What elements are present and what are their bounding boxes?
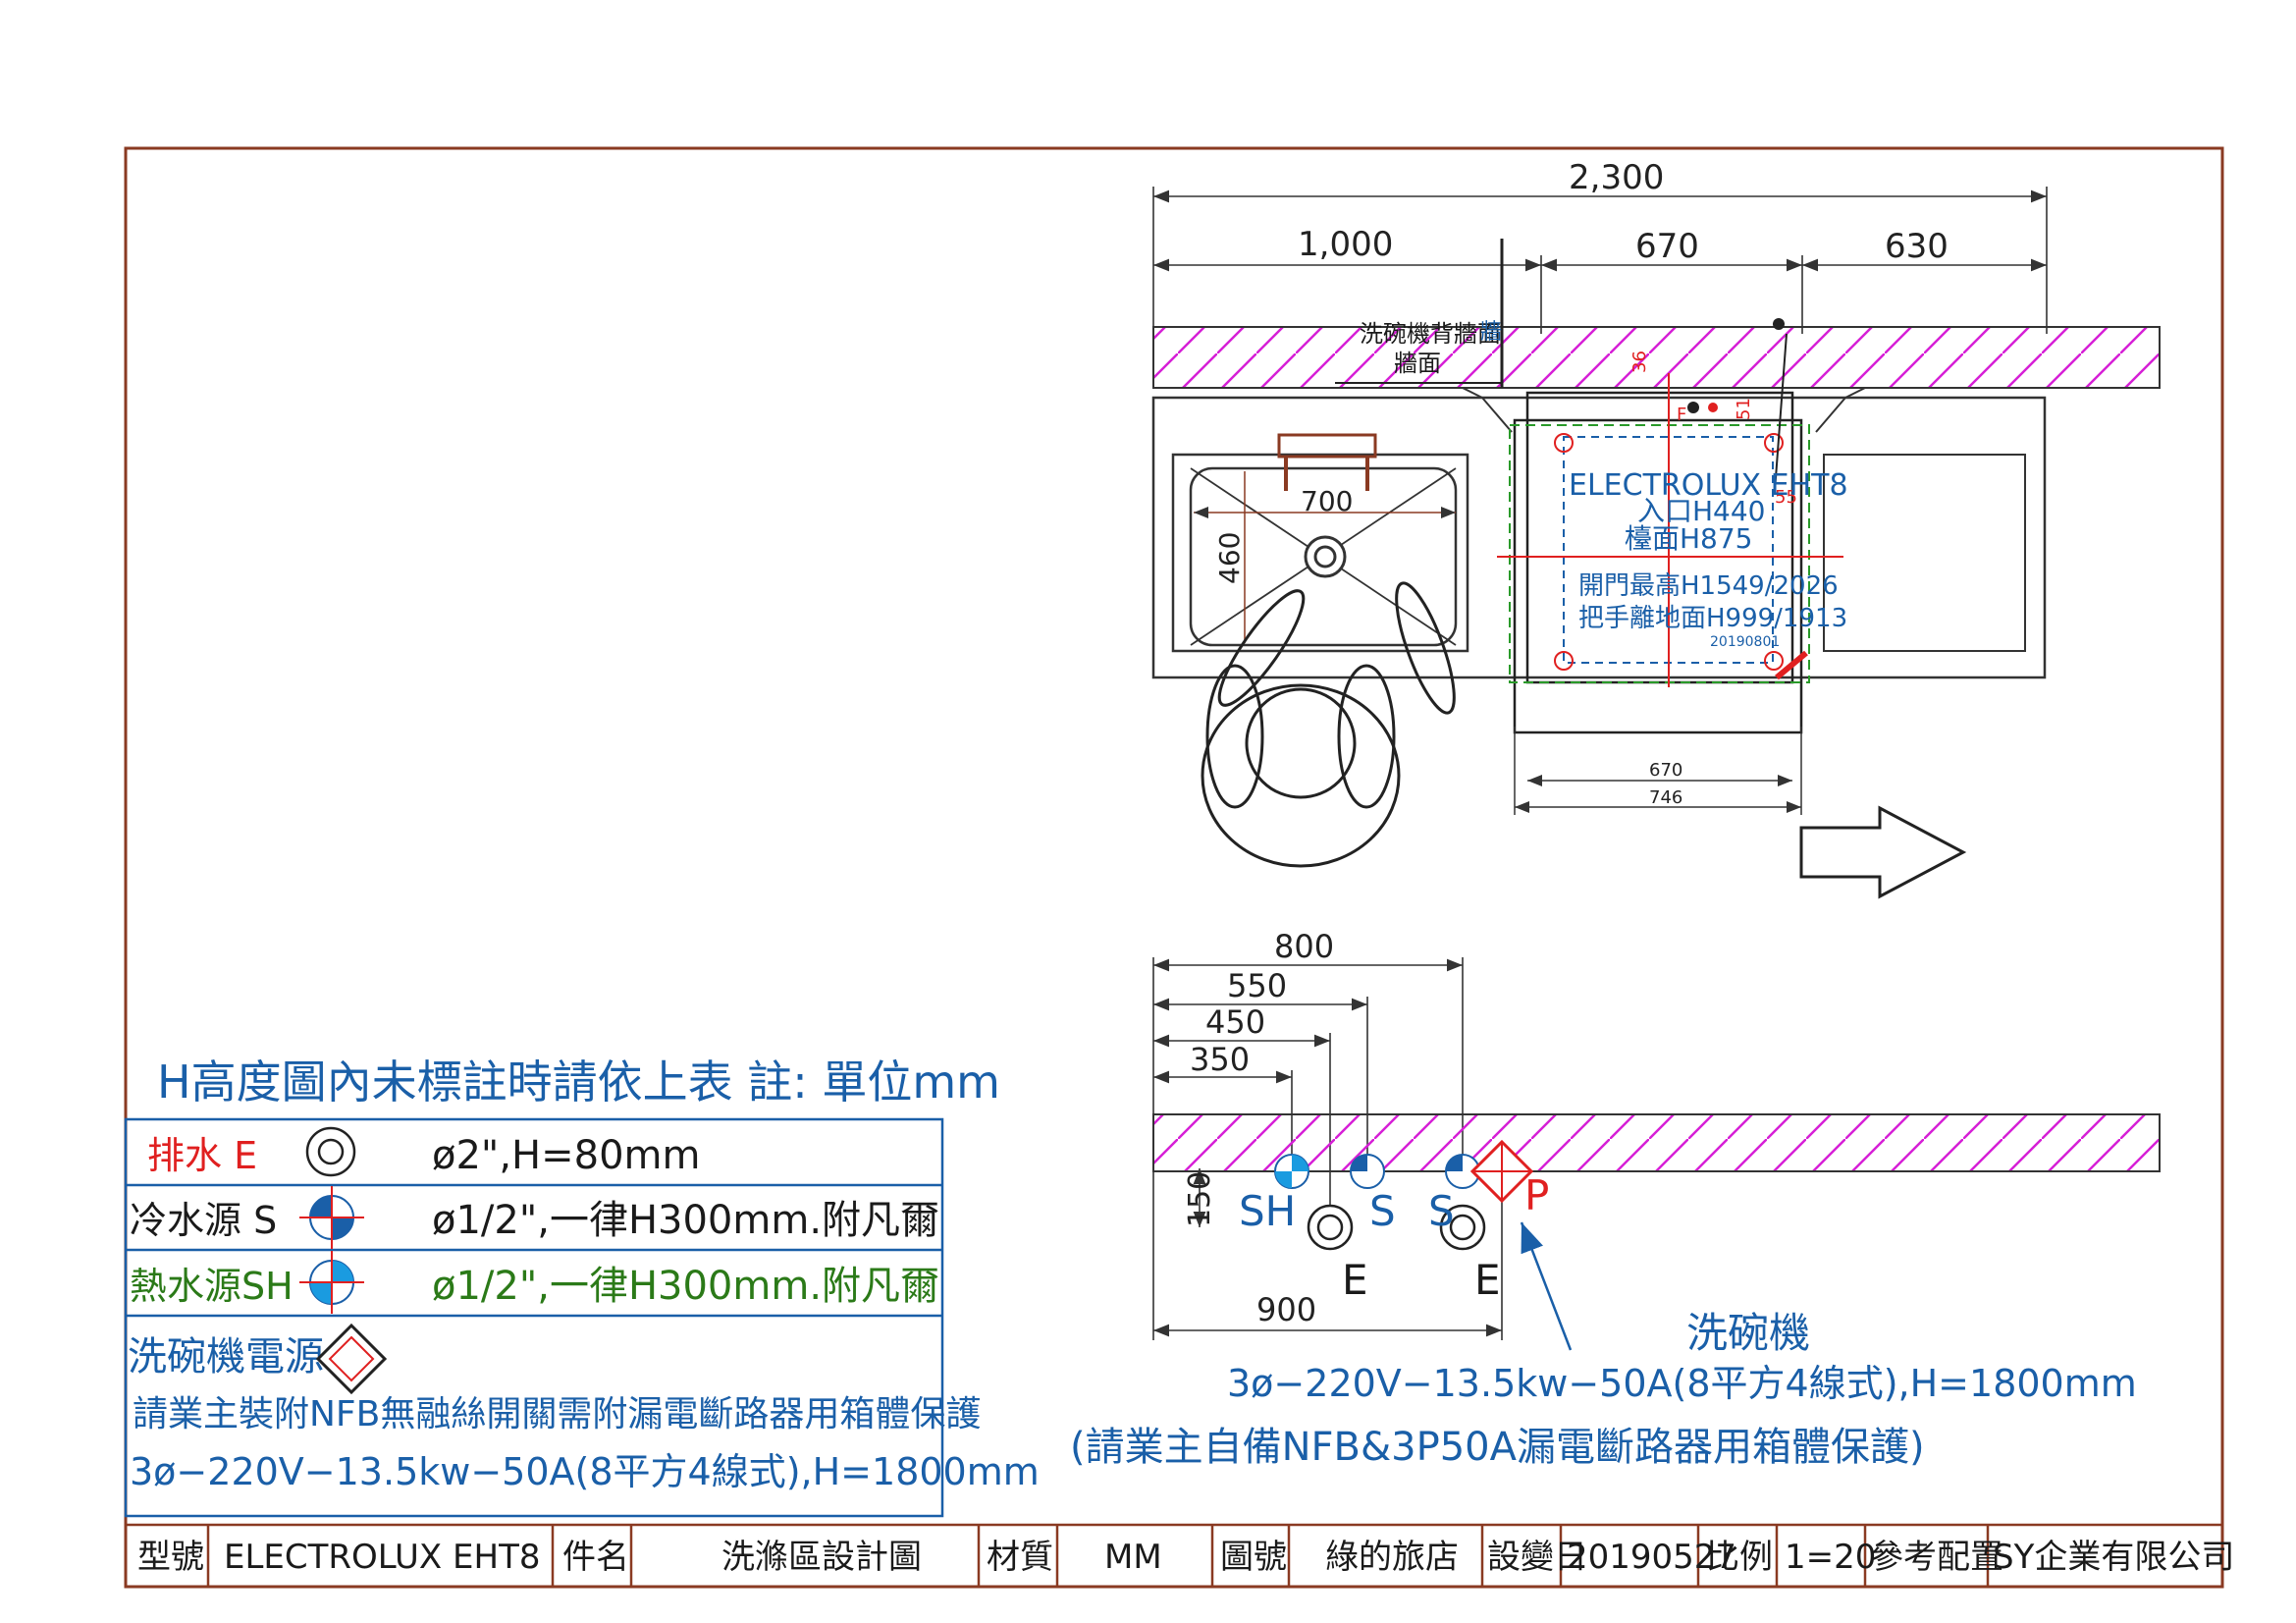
hot-legend-icon <box>299 1251 364 1314</box>
person-figure <box>1201 581 1456 868</box>
direction-arrow <box>1799 805 1967 899</box>
dw-line3: 開門最高H1549/2026 <box>1578 571 1839 601</box>
dim-550: 550 <box>1227 967 1287 1004</box>
legend: H高度圖內未標註時請依上表 註: 單位mm 排水 E ø2",H=80mm 冷水… <box>124 1055 1040 1518</box>
dim-total: 2,300 <box>1569 158 1664 197</box>
dim-mid: 670 <box>1635 227 1699 266</box>
right-counter-inner <box>1823 454 2026 652</box>
dim-350: 350 <box>1190 1041 1250 1078</box>
label-e2: E <box>1474 1256 1501 1304</box>
label-e1: E <box>1342 1256 1368 1304</box>
dim-900: 900 <box>1256 1291 1316 1328</box>
leader-arrow <box>1520 1221 1573 1351</box>
drain-symbol-1 <box>1307 1204 1354 1251</box>
cold-water-symbol-1 <box>1350 1154 1385 1189</box>
cold-label: 冷水源 S <box>130 1199 277 1242</box>
power-spec: 3ø−220V−13.5kw−50A(8平方4線式),H=1800mm <box>130 1450 1040 1493</box>
wall-hatch-top <box>1152 326 2161 389</box>
wall-hatch-elevation <box>1152 1113 2161 1172</box>
power-legend-icon <box>315 1323 388 1395</box>
dw-model: ELECTROLUX EHT8 <box>1569 468 1848 503</box>
dw-line5: 20190801 <box>1710 634 1780 650</box>
hot-water-symbol <box>1274 1154 1309 1189</box>
title-block: 型號 ELECTROLUX EHT8 件名 洗滌區設計圖 材質 MM 圖號 綠的… <box>124 1523 2234 1589</box>
cold-legend-icon <box>299 1186 364 1249</box>
sink-basin <box>1189 466 1458 647</box>
drain-symbol-2 <box>1439 1204 1486 1251</box>
power-symbol <box>1469 1139 1534 1204</box>
tb-drawing-value: 綠的旅店 <box>1325 1538 1459 1577</box>
label-sh: SH <box>1239 1187 1296 1235</box>
dw-note: (請業主自備NFB&3P50A漏電斷路器用箱體保護) <box>1070 1425 1925 1470</box>
tb-material-label: 材質 <box>987 1538 1053 1577</box>
label-f: F <box>1677 405 1686 425</box>
dim-51: 51 <box>1734 398 1754 420</box>
dim-right: 630 <box>1885 227 1949 266</box>
wall-note-1: 洗碗機背牆面 <box>1360 320 1501 348</box>
drain-spec: ø2",H=80mm <box>432 1133 700 1178</box>
tb-model-value: ELECTROLUX EHT8 <box>224 1538 541 1577</box>
counter-body <box>1151 396 2047 679</box>
dw-line2: 檯面H875 <box>1625 522 1753 555</box>
hot-label: 熱水源SH <box>130 1265 294 1308</box>
tb-material-value: MM <box>1104 1538 1162 1577</box>
dw-title: 洗碗機 <box>1686 1309 1810 1357</box>
tb-scale-label: 比例 <box>1706 1538 1773 1577</box>
tb-date-value: 20190527 <box>1567 1538 1736 1577</box>
dim-450: 450 <box>1205 1003 1265 1041</box>
power-note: 請業主裝附NFB無融絲開關需附漏電斷路器用箱體保護 <box>133 1394 981 1434</box>
tb-scale-value: 1=20 <box>1785 1538 1876 1577</box>
tb-company: SY企業有限公司 <box>1993 1538 2234 1577</box>
tb-ref-label: 參考配置 <box>1870 1538 2003 1577</box>
sink-outer <box>1171 453 1469 653</box>
sink-drain <box>1304 535 1347 578</box>
tb-drawing-label: 圖號 <box>1220 1538 1287 1577</box>
dim-36: 36 <box>1629 351 1650 373</box>
faucet <box>1277 433 1377 459</box>
dw-line1: 入口H440 <box>1637 495 1766 527</box>
dim-800: 800 <box>1274 928 1334 965</box>
label-s2: S <box>1428 1187 1455 1235</box>
tb-date-label: 設變日 <box>1487 1538 1587 1577</box>
dim-left: 1,000 <box>1298 225 1393 264</box>
wall-note-tag: 牆 <box>1480 320 1502 345</box>
sink-width: 700 <box>1301 485 1353 517</box>
tb-model-label: 型號 <box>137 1538 204 1577</box>
drain-label: 排水 E <box>147 1134 257 1177</box>
label-p: P <box>1524 1171 1549 1219</box>
cold-spec: ø1/2",一律H300mm.附凡爾 <box>432 1198 939 1243</box>
hot-spec: ø1/2",一律H300mm.附凡爾 <box>432 1264 939 1309</box>
dim-150: 150 <box>1183 1171 1217 1227</box>
label-s1: S <box>1369 1187 1396 1235</box>
dw-spec: 3ø−220V−13.5kw−50A(8平方4線式),H=1800mm <box>1227 1362 2137 1405</box>
tb-item-label: 件名 <box>562 1538 629 1577</box>
elevation-view: 800 550 450 350 150 900 <box>1070 928 2161 1470</box>
sink-depth: 460 <box>1213 532 1246 584</box>
plan-view: 2,300 1,000 670 630 洗碗機背牆面 牆面 牆 700 460 <box>1151 158 2161 899</box>
wall-note-2: 牆面 <box>1394 350 1441 377</box>
dw-line4: 把手離地面H999/1913 <box>1578 604 1847 633</box>
dw-width-outer: 746 <box>1649 787 1682 808</box>
drain-legend-icon <box>305 1126 356 1177</box>
dim-55: 55 <box>1775 487 1797 508</box>
cold-water-symbol-2 <box>1445 1154 1480 1189</box>
legend-header: H高度圖內未標註時請依上表 註: 單位mm <box>157 1055 1000 1109</box>
tb-item-value: 洗滌區設計圖 <box>721 1538 922 1577</box>
dishwasher-plan <box>1497 318 1843 734</box>
dw-width-inner: 670 <box>1649 760 1682 781</box>
